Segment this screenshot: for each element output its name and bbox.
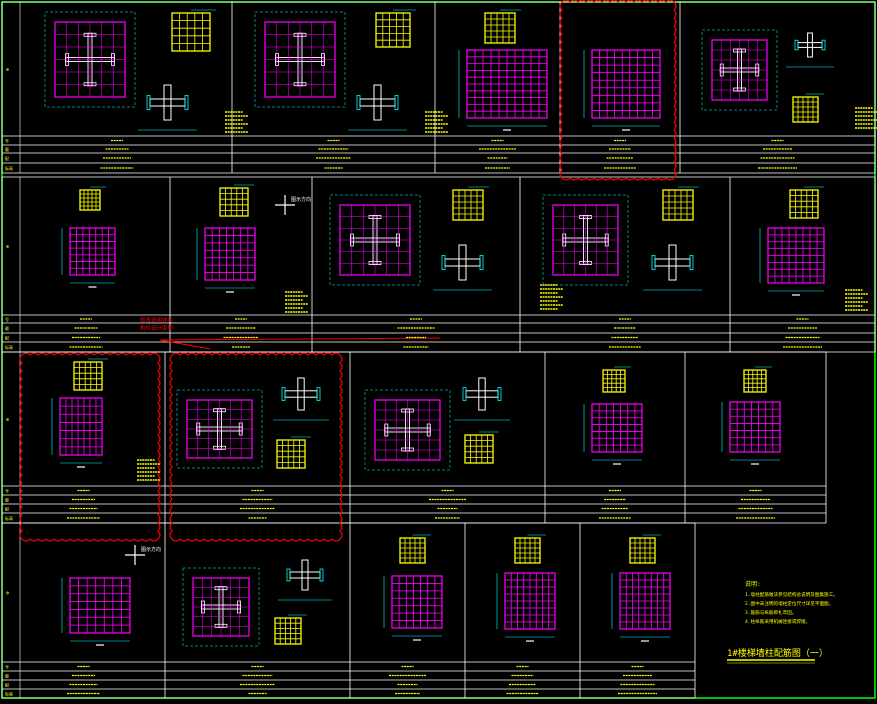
revision-cloud (169, 352, 343, 542)
stirrup-detail (73, 358, 108, 391)
detail-notes (285, 291, 308, 313)
detail-notes (425, 111, 448, 133)
steel-section (701, 29, 778, 111)
stirrup-detail (789, 186, 824, 219)
revision-cloud (19, 352, 161, 542)
cloud-leader (159, 339, 211, 350)
row-label: ⊕ (6, 417, 9, 423)
row-label: ⊕ (6, 67, 9, 73)
row-label: 配 (5, 683, 9, 688)
detail-notes (845, 289, 868, 311)
steel-profile (348, 84, 407, 131)
notes-heading: 说明: (745, 580, 761, 588)
detail-notes (855, 107, 877, 129)
stirrup-detail (602, 366, 631, 393)
stirrup-detail (484, 9, 521, 44)
steel-profile (273, 377, 329, 421)
row-label: 标高 (5, 344, 13, 350)
row-label: 截 (5, 673, 9, 679)
stirrup-detail (464, 431, 499, 464)
stirrup-detail (452, 186, 489, 221)
steel-section (329, 194, 421, 286)
note-line: 1.墙柱配筋做法参见结构总说明及图集施工。 (745, 591, 838, 598)
stirrup-detail (274, 614, 307, 645)
stirrup-detail (276, 436, 311, 469)
compass-icon: 图示方向 (275, 195, 311, 215)
steel-section (542, 194, 629, 286)
rebar-grid (721, 401, 781, 465)
row-label: 号 (5, 664, 9, 670)
row-label: 标高 (5, 691, 13, 697)
steel-profile (433, 244, 492, 291)
note-line: 4.柱纵筋采用机械连接或焊接。 (745, 618, 810, 625)
rebar-grid (383, 575, 443, 641)
cloud-note: 修改说明详见 (140, 316, 174, 324)
rebar-grid (583, 49, 661, 131)
row-label: 号 (5, 488, 9, 494)
cloud-leader (159, 337, 441, 341)
stirrup-detail (79, 186, 106, 211)
stirrup-detail (171, 9, 216, 52)
note-line: 2.图中未注明的墙柱定位尺寸详见平面图。 (745, 600, 833, 607)
rebar-grid (61, 577, 131, 646)
row-label: 标高 (5, 515, 13, 521)
rebar-grid (458, 49, 548, 131)
stirrup-detail (399, 534, 431, 564)
row-label: ⊕ (6, 244, 9, 250)
row-label: 标高 (5, 165, 13, 171)
stirrup-detail (219, 184, 254, 217)
stirrup-detail (662, 186, 699, 221)
column-section (254, 11, 346, 108)
svg-text:图示方向: 图示方向 (141, 546, 161, 553)
rebar-grid (759, 227, 825, 296)
column-section (44, 11, 136, 108)
row-label: ⊕ (6, 591, 9, 597)
row-label: 配 (5, 507, 9, 512)
detail-notes (225, 111, 248, 133)
steel-section (364, 389, 451, 471)
steel-section (176, 389, 263, 469)
stirrup-detail (743, 366, 772, 393)
revision-cloud (559, 0, 677, 181)
rebar-grid (61, 227, 116, 288)
row-label: 配 (5, 156, 9, 161)
steel-profile (138, 84, 197, 131)
rebar-grid (51, 397, 103, 468)
row-label: 号 (5, 316, 9, 322)
row-label: 截 (5, 497, 9, 503)
stirrup-detail (514, 534, 546, 564)
rebar-grid (196, 227, 256, 293)
note-line: 3.箍筋与纵筋绑扎牢固。 (745, 609, 796, 616)
rebar-grid (583, 403, 643, 465)
row-label: 号 (5, 138, 9, 144)
cloud-note: 构件设计变更 (140, 324, 174, 332)
svg-text:图示方向: 图示方向 (291, 196, 311, 203)
detail-notes (137, 459, 160, 481)
drawing-title: 1#楼梯墙柱配筋图（一） (727, 647, 828, 659)
row-label: 截 (5, 325, 9, 331)
stirrup-detail (375, 9, 416, 48)
stirrup-detail (629, 534, 661, 564)
detail-notes (540, 284, 563, 310)
steel-section (182, 567, 260, 647)
rebar-grid (496, 572, 556, 642)
steel-profile (786, 32, 834, 68)
steel-profile (454, 377, 510, 421)
compass-icon: 图示方向 (125, 545, 161, 565)
row-label: 配 (5, 336, 9, 341)
steel-profile (643, 244, 702, 291)
stirrup-detail (792, 93, 824, 123)
row-label: 截 (5, 146, 9, 152)
rebar-grid (611, 572, 671, 642)
steel-profile (278, 559, 332, 601)
